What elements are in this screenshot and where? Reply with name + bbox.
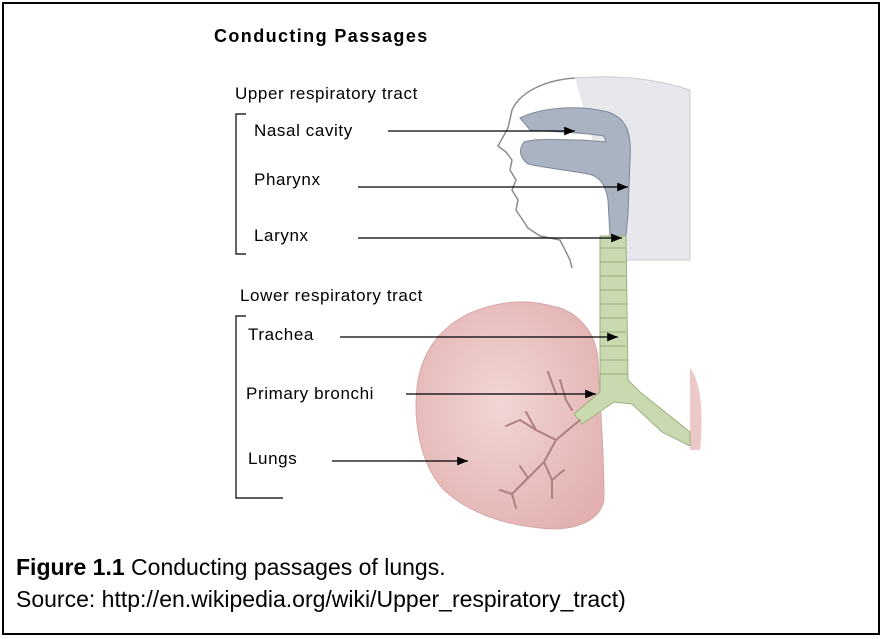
label-larynx: Larynx [254,226,309,246]
right-lung-edge [690,368,702,450]
upper-tract-bracket [236,114,246,254]
upper-airway [520,108,630,236]
label-lungs: Lungs [248,449,297,469]
diagram-title: Conducting Passages [214,26,429,47]
figure-caption-text: Conducting passages of lungs. [125,554,446,580]
label-pharynx: Pharynx [254,170,321,190]
lower-tract-label: Lower respiratory tract [240,286,423,306]
head-outline [498,78,575,268]
figure-number: Figure 1.1 [16,554,125,580]
label-trachea: Trachea [248,325,314,345]
upper-tract-label: Upper respiratory tract [235,84,418,104]
label-nasal-cavity: Nasal cavity [254,121,353,141]
label-primary-bronchi: Primary bronchi [246,384,374,404]
figure-source: Source: http://en.wikipedia.org/wiki/Upp… [16,586,626,613]
figure-caption: Figure 1.1 Conducting passages of lungs. [16,554,446,581]
